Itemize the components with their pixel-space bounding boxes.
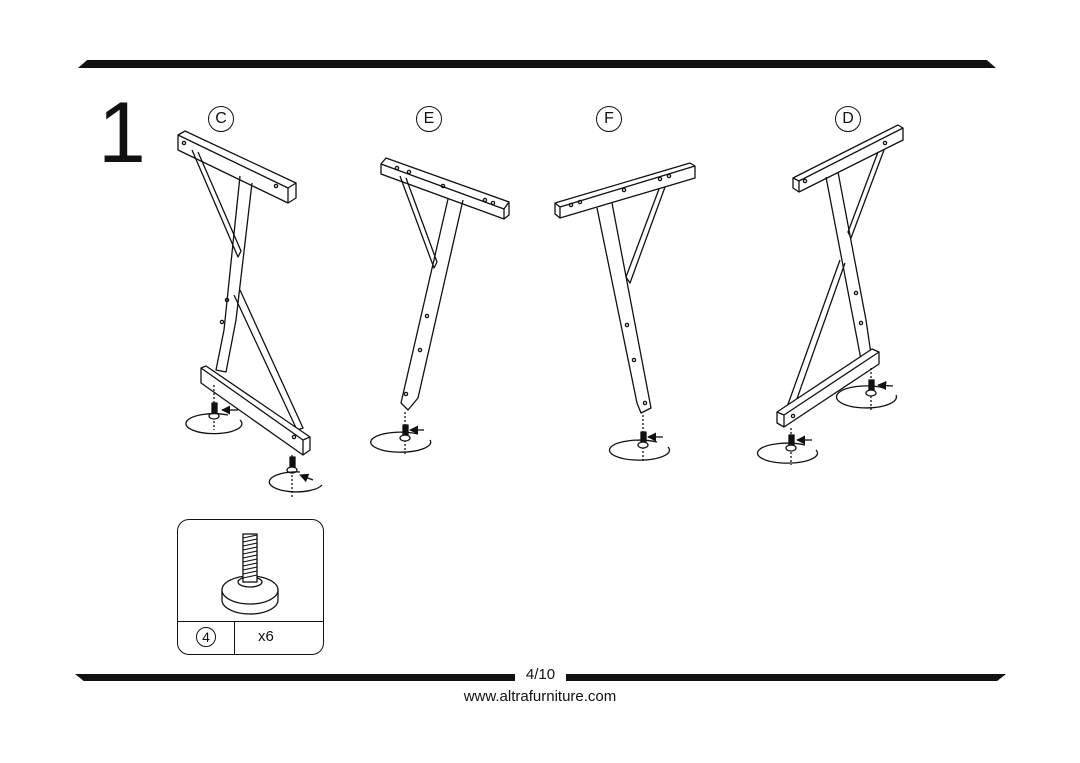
hardware-box: 4 x6 xyxy=(177,519,324,655)
foot-f xyxy=(608,415,671,462)
step-number: 1 xyxy=(98,85,146,181)
hardware-divider xyxy=(234,622,235,654)
part-label-f: F xyxy=(596,106,622,132)
leg-c xyxy=(177,130,311,456)
hardware-quantity: x6 xyxy=(258,628,274,645)
leg-d xyxy=(776,124,904,428)
bottom-divider-right xyxy=(566,674,1006,681)
bottom-divider-left xyxy=(75,674,515,681)
top-divider xyxy=(78,60,996,68)
page-number: 4/10 xyxy=(525,666,556,683)
website-url: www.altrafurniture.com xyxy=(463,688,617,705)
foot-c1 xyxy=(185,385,243,435)
foot-e xyxy=(370,412,432,456)
leg-e xyxy=(380,157,510,411)
leg-f xyxy=(554,162,696,414)
foot-d2 xyxy=(756,428,819,465)
part-label-c: C xyxy=(208,106,234,132)
part-label-e: E xyxy=(416,106,442,132)
foot-c2 xyxy=(268,455,323,497)
leveling-foot-icon xyxy=(221,533,279,615)
hardware-number: 4 xyxy=(196,627,216,647)
hardware-footer: 4 x6 xyxy=(178,621,323,654)
part-label-d: D xyxy=(835,106,861,132)
foot-d1 xyxy=(835,368,898,410)
